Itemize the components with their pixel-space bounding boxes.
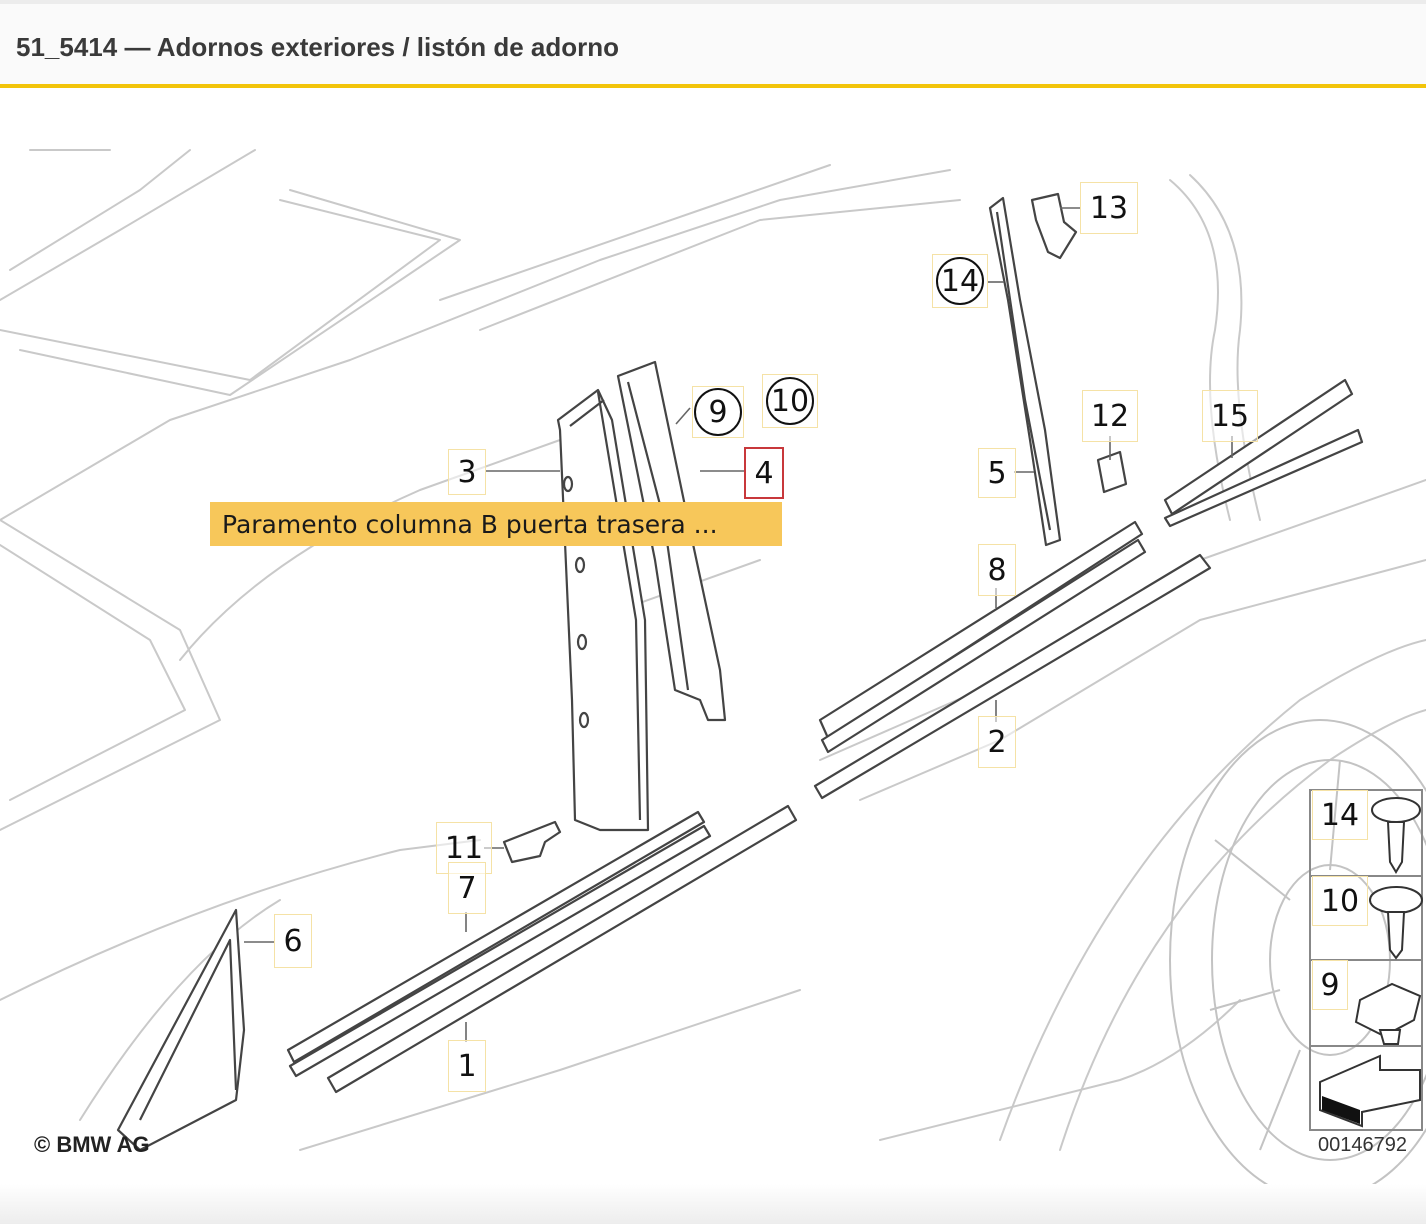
drawing-code: 00146792: [1318, 1134, 1407, 1156]
part-7-front-door-strip: [286, 810, 706, 1064]
car-body-outline: [0, 149, 1426, 1151]
callout-2[interactable]: 2: [978, 716, 1016, 768]
leader-lines: [244, 207, 1233, 1042]
callout-5[interactable]: 5: [978, 448, 1016, 498]
callout-1[interactable]: 1: [448, 1040, 486, 1092]
callout-12[interactable]: 12: [1082, 390, 1138, 442]
callout-4[interactable]: 4: [744, 447, 784, 499]
fastener-9[interactable]: 9: [1312, 960, 1348, 1010]
part-13-clip: [1030, 192, 1078, 260]
part-2-rear-door-moulding: [813, 553, 1212, 800]
callout-10-label: 10: [766, 377, 814, 425]
part-1-front-door-moulding: [326, 804, 798, 1094]
bottom-bar: [0, 1184, 1426, 1224]
top-strip: [0, 0, 1426, 4]
part-6-mirror-triangle: [116, 908, 246, 1152]
callout-3[interactable]: 3: [448, 449, 486, 495]
callout-9-label: 9: [694, 388, 742, 436]
part-12-cap: [1096, 450, 1128, 494]
callout-14-label: 14: [936, 257, 984, 305]
part-tooltip: Paramento columna B puerta trasera ...: [210, 502, 782, 546]
callout-7[interactable]: 7: [448, 862, 486, 914]
fastener-14[interactable]: 14: [1312, 790, 1368, 840]
part-15-rear-strip: [1163, 378, 1354, 516]
parts-diagram: [0, 88, 1426, 1184]
callout-9[interactable]: 9: [692, 386, 744, 438]
part-11-clip: [502, 820, 562, 864]
copyright-text: © BMW AG: [34, 1132, 150, 1157]
callout-15[interactable]: 15: [1202, 390, 1258, 442]
page-title: 51_5414 — Adornos exteriores / listón de…: [16, 32, 620, 62]
callout-8[interactable]: 8: [978, 544, 1016, 596]
part-8-rear-door-strip: [818, 520, 1144, 740]
fastener-10[interactable]: 10: [1312, 876, 1368, 926]
callout-14[interactable]: 14: [932, 254, 988, 308]
page-header: 51_5414 — Adornos exteriores / listón de…: [0, 4, 1426, 88]
callout-6[interactable]: 6: [274, 914, 312, 968]
callout-10[interactable]: 10: [762, 374, 818, 428]
callout-13[interactable]: 13: [1080, 182, 1138, 234]
